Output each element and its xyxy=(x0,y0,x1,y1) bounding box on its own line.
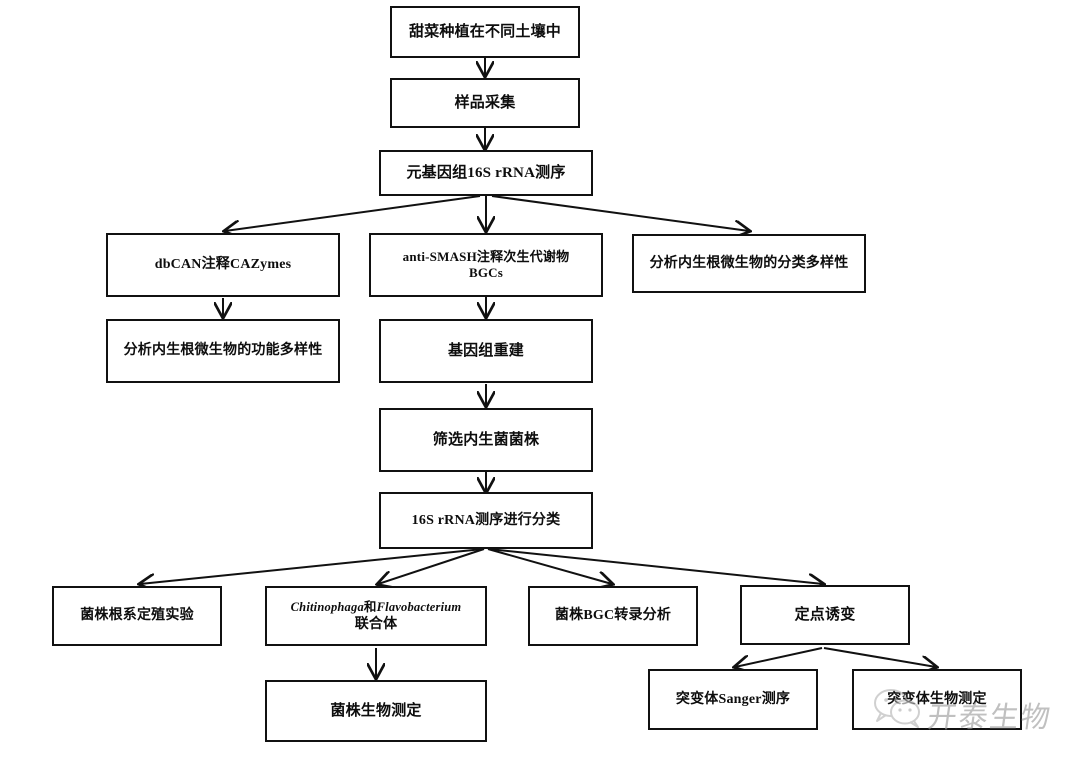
node-label: 分析内生根微生物的功能多样性 xyxy=(123,343,323,359)
edge-n10-n14 xyxy=(488,548,823,584)
node-mutant-sanger-sequencing[interactable]: 突变体Sanger测序 xyxy=(648,669,818,730)
node-label: 样品采集 xyxy=(454,94,516,111)
node-label: 菌株生物测定 xyxy=(330,702,422,719)
node-label: 16S rRNA测序进行分类 xyxy=(411,512,561,528)
node-strain-bioassay[interactable]: 菌株生物测定 xyxy=(265,680,487,742)
edge-n3-n6 xyxy=(491,195,749,231)
node-label: 分析内生根微生物的分类多样性 xyxy=(649,255,849,271)
node-label: 突变体生物测定 xyxy=(887,691,987,707)
edge-n10-n12 xyxy=(378,548,485,584)
node-functional-diversity[interactable]: 分析内生根微生物的功能多样性 xyxy=(106,319,340,383)
species-chitinophaga: Chitinophaga xyxy=(290,599,364,614)
node-mutant-bioassay[interactable]: 突变体生物测定 xyxy=(852,669,1022,730)
node-label: dbCAN注释CAZymes xyxy=(154,257,292,273)
node-label-line2: 联合体 xyxy=(354,616,398,632)
node-label: 突变体Sanger测序 xyxy=(675,691,791,707)
node-antismash-bgcs[interactable]: anti-SMASH注释次生代谢物 BGCs xyxy=(369,233,603,297)
node-label: 定点诱变 xyxy=(794,606,856,623)
node-genome-reconstruction[interactable]: 基因组重建 xyxy=(379,319,593,383)
node-label-line1: Chitinophaga和Flavobacterium xyxy=(291,599,462,616)
edge-n3-n4 xyxy=(225,195,481,231)
node-screen-endophyte-strains[interactable]: 筛选内生菌菌株 xyxy=(379,408,593,472)
node-label: 菌株BGC转录分析 xyxy=(554,608,672,624)
node-synthetic-consortium[interactable]: Chitinophaga和Flavobacterium 联合体 xyxy=(265,586,487,646)
edge-n10-n13 xyxy=(487,548,612,584)
node-label: 菌株根系定殖实验 xyxy=(80,608,194,624)
node-16s-classification[interactable]: 16S rRNA测序进行分类 xyxy=(379,492,593,549)
node-root-colonization-assay[interactable]: 菌株根系定殖实验 xyxy=(52,586,222,646)
node-label: 基因组重建 xyxy=(447,342,524,359)
node-taxonomic-diversity[interactable]: 分析内生根微生物的分类多样性 xyxy=(632,234,866,293)
node-label-line2: BGCs xyxy=(468,265,504,280)
node-dbcan-cazymes[interactable]: dbCAN注释CAZymes xyxy=(106,233,340,297)
node-metagenome-16s-sequencing[interactable]: 元基因组16S rRNA测序 xyxy=(379,150,593,196)
node-beet-planting[interactable]: 甜菜种植在不同土壤中 xyxy=(390,6,580,58)
node-bgc-transcription-analysis[interactable]: 菌株BGC转录分析 xyxy=(528,586,698,646)
node-site-directed-mutagenesis[interactable]: 定点诱变 xyxy=(740,585,910,645)
node-label: 甜菜种植在不同土壤中 xyxy=(408,23,561,40)
node-sample-collection[interactable]: 样品采集 xyxy=(390,78,580,128)
node-label: 元基因组16S rRNA测序 xyxy=(406,164,566,181)
node-label-line1: anti-SMASH注释次生代谢物 xyxy=(402,248,570,264)
edge-n14-n16 xyxy=(735,647,823,667)
conjunction: 和 xyxy=(363,598,377,614)
edge-n14-n17 xyxy=(823,647,936,667)
species-flavobacterium: Flavobacterium xyxy=(376,599,462,614)
node-label: 筛选内生菌菌株 xyxy=(432,431,540,448)
edge-n10-n11 xyxy=(140,548,484,584)
